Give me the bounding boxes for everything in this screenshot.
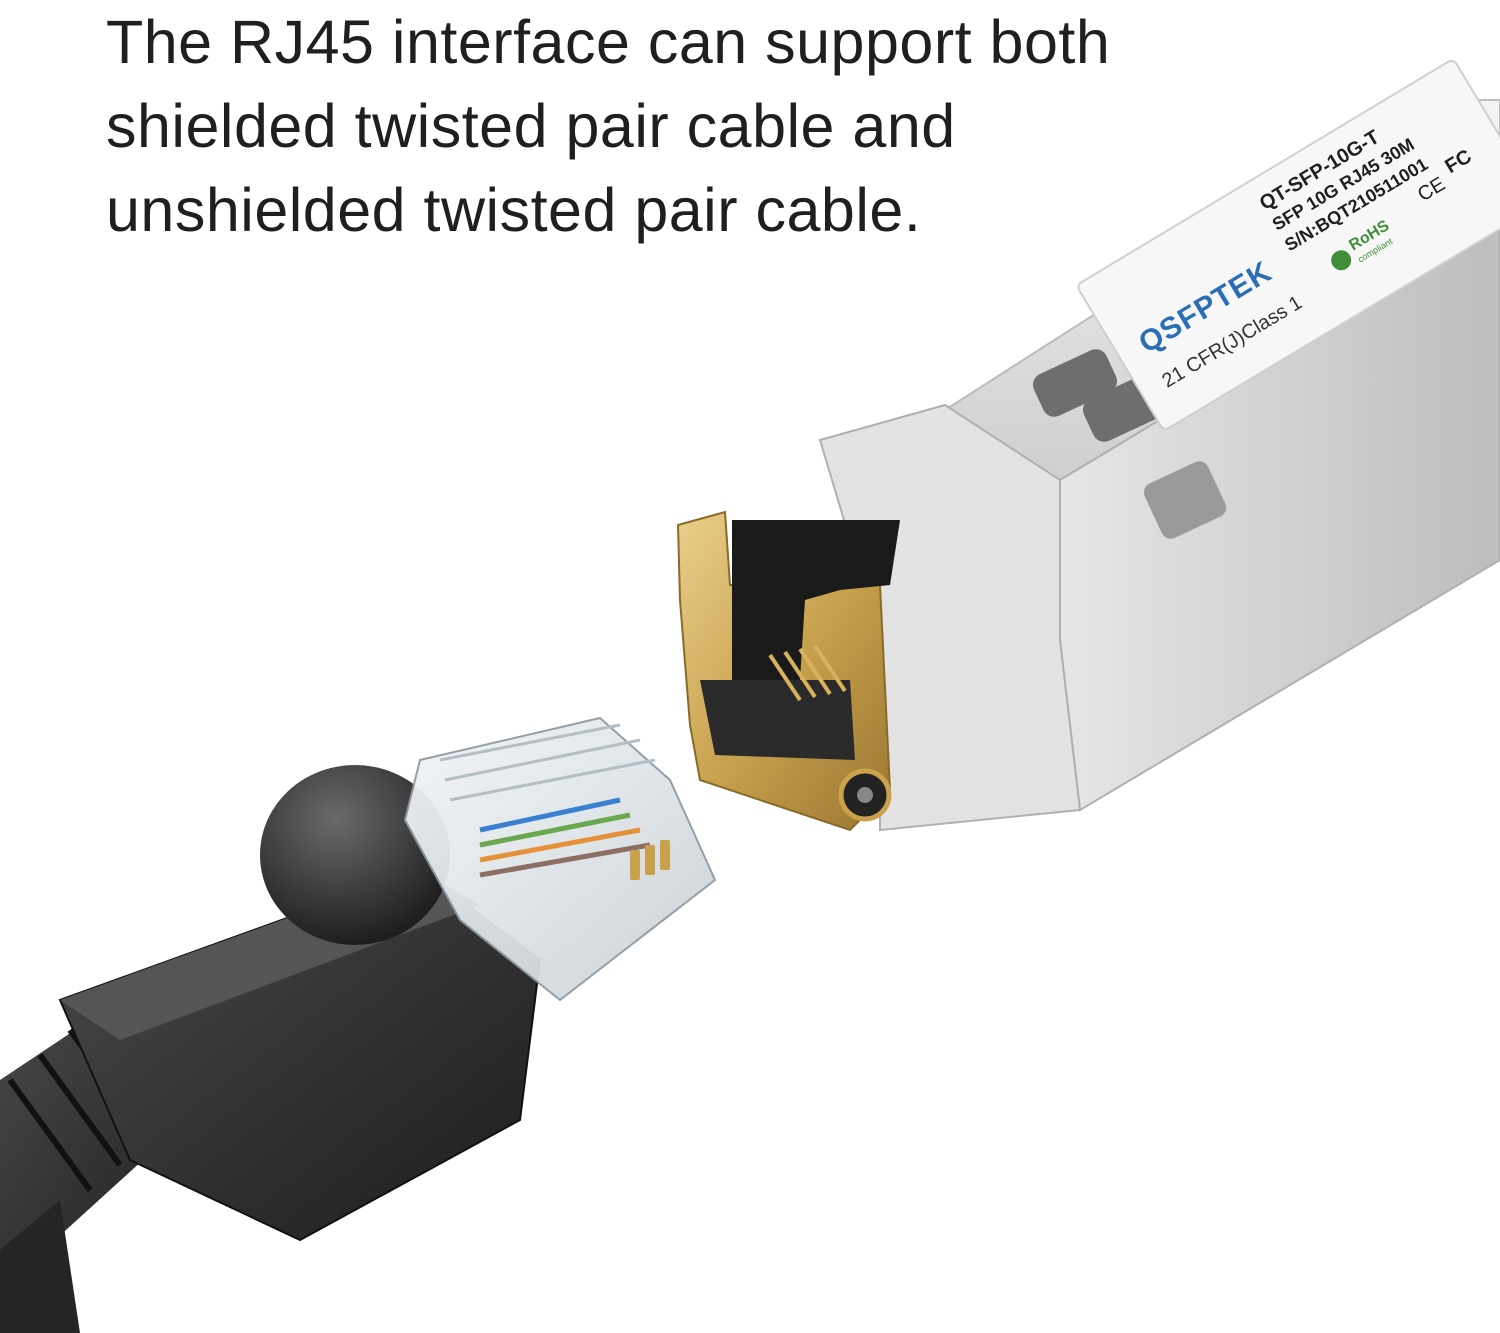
headline-line-1: The RJ45 interface can support both [106,8,1111,76]
ethernet-cable [0,716,717,1333]
cable-latch-dome [260,765,450,945]
jack-contacts [768,644,847,702]
headline-line-3: unshielded twisted pair cable. [106,176,922,244]
sfp-module: QSFPTEK QT-SFP-10G-T SFP 10G RJ45 30M S/… [676,59,1500,832]
plug-pins [630,840,670,880]
jack-opening [732,520,900,690]
rj45-jack [676,510,900,832]
rohs-leaf-icon [1331,250,1352,271]
plug-wires [479,797,651,878]
headline-line-2: shielded twisted pair cable and [106,92,956,160]
headline: The RJ45 interface can support both shie… [106,0,1306,252]
module-label: QSFPTEK QT-SFP-10G-T SFP 10G RJ45 30M S/… [1077,59,1500,430]
rj45-plug [403,716,717,1002]
